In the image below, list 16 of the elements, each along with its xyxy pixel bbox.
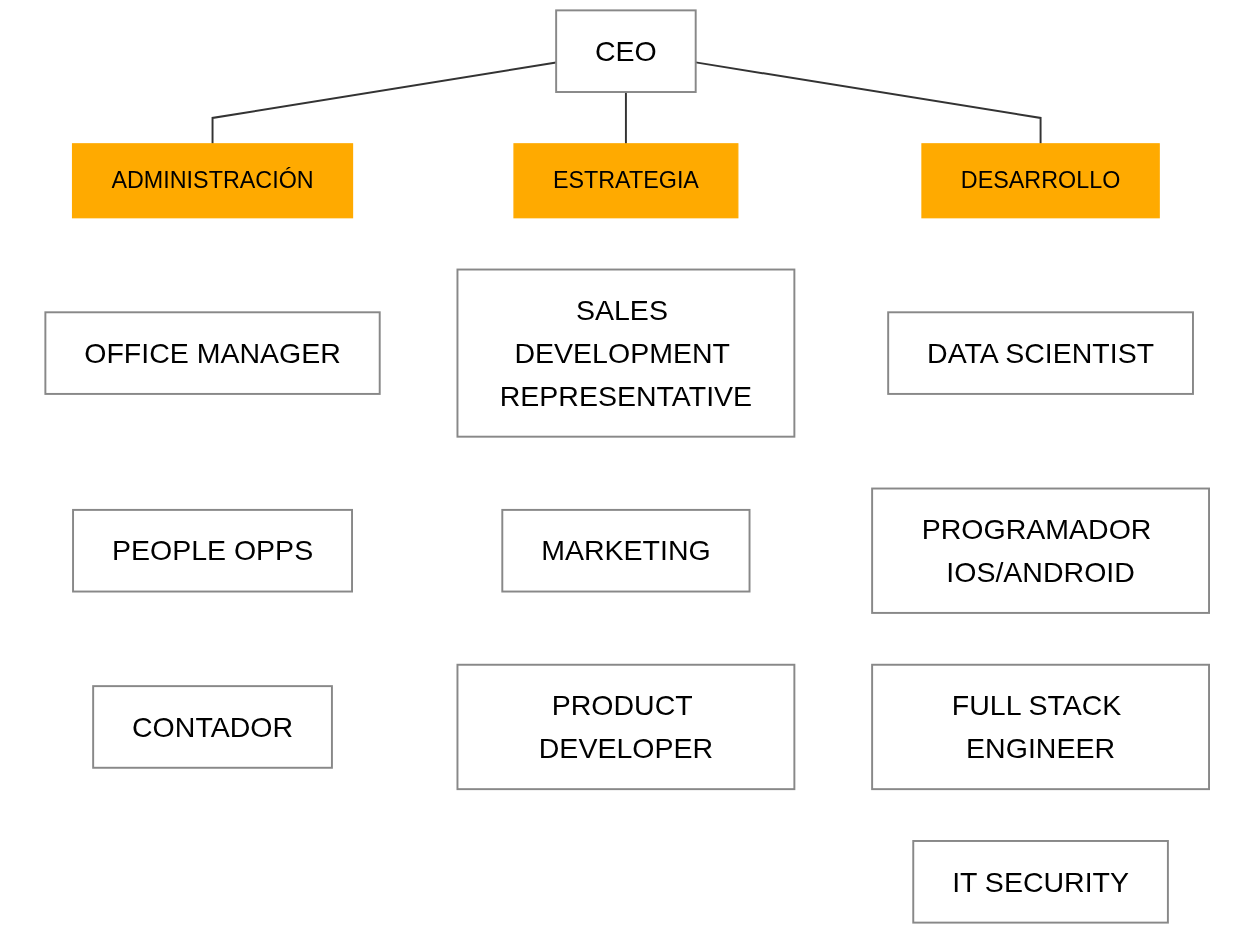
node-box: ADMINISTRACIÓN bbox=[72, 143, 354, 219]
node-box: CONTADOR bbox=[92, 685, 334, 769]
node-box: ESTRATEGIA bbox=[513, 143, 739, 219]
node-box: IT SECURITY bbox=[912, 840, 1170, 924]
connector bbox=[625, 91, 628, 145]
node-box: OFFICE MANAGER bbox=[44, 311, 381, 395]
node-box: DESARROLLO bbox=[921, 143, 1161, 219]
node-box: PEOPLE OPPS bbox=[72, 508, 354, 593]
node-box: PROGRAMADOR IOS/ANDROID bbox=[871, 487, 1211, 614]
node-box: SALES DEVELOPMENT REPRESENTATIVE bbox=[456, 268, 796, 438]
node-box: DATA SCIENTIST bbox=[887, 311, 1195, 395]
node-box: FULL STACK ENGINEER bbox=[871, 663, 1211, 791]
node-box: CEO bbox=[555, 9, 697, 93]
node-box: MARKETING bbox=[501, 508, 751, 593]
connector bbox=[695, 61, 1042, 145]
node-box: PRODUCT DEVELOPER bbox=[456, 663, 796, 791]
